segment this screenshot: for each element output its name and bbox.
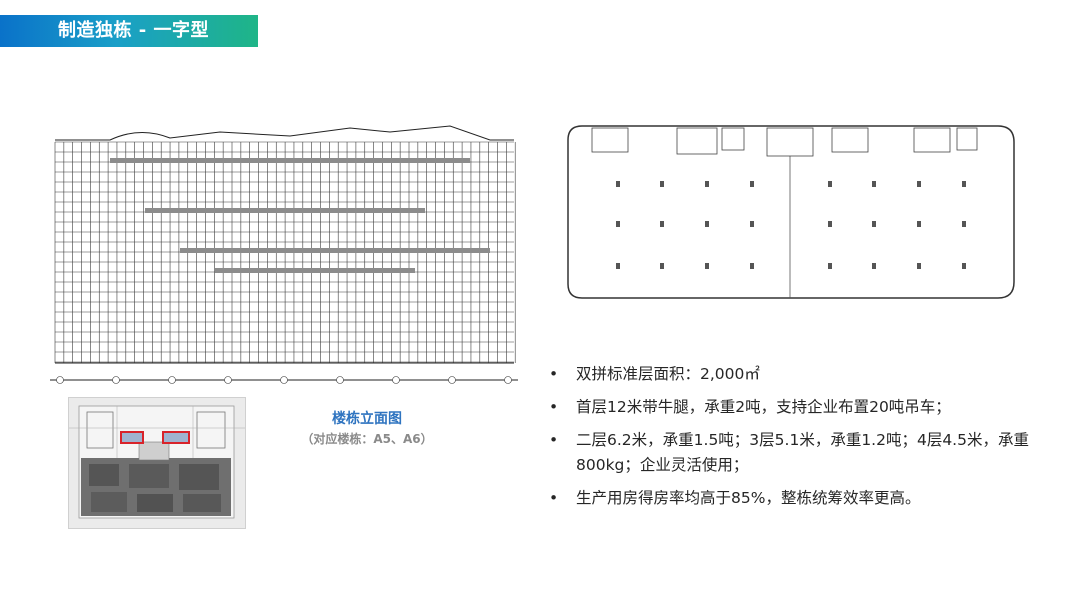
caption-subtitle: （对应楼栋：A5、A6） [301,432,433,446]
slide-title: 制造独栋 - 一字型 [0,15,258,47]
caption-title: 楼栋立面图 [332,411,402,427]
site-plan-map [68,397,246,529]
feature-item: 二层6.2米，承重1.5吨；3层5.1米，承重1.2吨；4层4.5米，承重800… [547,428,1057,478]
feature-item: 生产用房得房率均高于85%，整栋统筹效率更高。 [547,486,1057,511]
floor-plan-drawing [567,125,1015,299]
feature-item: 双拼标准层面积：2,000㎡ [547,362,1057,387]
elevation-caption: 楼栋立面图 （对应楼栋：A5、A6） [292,408,442,448]
feature-item: 首层12米带牛腿，承重2吨，支持企业布置20吨吊车； [547,395,1057,420]
feature-list: 双拼标准层面积：2,000㎡ 首层12米带牛腿，承重2吨，支持企业布置20吨吊车… [547,362,1057,519]
building-elevation-drawing [50,125,518,384]
